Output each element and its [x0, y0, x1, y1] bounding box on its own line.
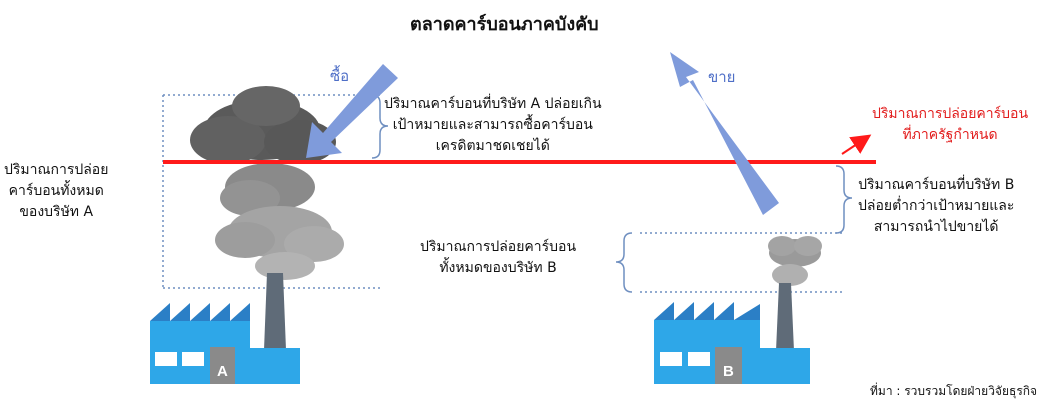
note-line: ปล่อยต่ำกว่าเป้าหมายและ — [858, 198, 1015, 214]
factory-b — [654, 283, 810, 384]
source-note: ที่มา : รวบรวมโดยฝ่ายวิจัยธุรกิจ — [870, 384, 1038, 398]
note-line: เป้าหมายและสามารถซื้อคาร์บอน — [392, 117, 593, 133]
government-cap-label: ปริมาณการปล่อยคาร์บอน ที่ภาครัฐกำหนด — [872, 104, 1028, 146]
company-b-surplus-brace — [835, 165, 853, 234]
company-a-excess-brace — [371, 94, 389, 159]
note-line: ที่ภาครัฐกำหนด — [902, 127, 998, 143]
note-line: ปริมาณการปล่อย — [4, 162, 109, 178]
company-b-total-bracket — [640, 232, 845, 293]
note-line: ปริมาณคาร์บอนที่บริษัท A ปล่อยเกิน — [384, 96, 602, 112]
note-line: ปริมาณการปล่อยคาร์บอน — [420, 239, 577, 255]
note-line: คาร์บอนทั้งหมด — [8, 183, 104, 199]
company-a-excess-note: ปริมาณคาร์บอนที่บริษัท A ปล่อยเกิน เป้าห… — [384, 94, 602, 157]
smoke-a — [190, 86, 344, 280]
sell-arrow — [670, 52, 779, 215]
cap-pointer-arrow — [841, 134, 872, 155]
note-line: ปริมาณคาร์บอนที่บริษัท B — [858, 177, 1015, 193]
diagram-title: ตลาดคาร์บอนภาคบังคับ — [410, 14, 599, 35]
note-line: ของบริษัท A — [19, 204, 94, 220]
company-a-total-bracket — [162, 94, 380, 289]
buy-label: ซื้อ — [330, 67, 350, 85]
company-b-total-label: ปริมาณการปล่อยคาร์บอน ทั้งหมดของบริษัท B — [420, 237, 576, 279]
buy-arrow — [306, 64, 398, 158]
company-b-total-brace — [615, 232, 633, 293]
factory-a-letter: A — [217, 363, 228, 380]
factory-a — [150, 273, 300, 384]
factory-b-letter: B — [723, 363, 734, 380]
company-a-total-label: ปริมาณการปล่อย คาร์บอนทั้งหมด ของบริษัท … — [4, 160, 108, 223]
sell-label: ขาย — [708, 68, 736, 86]
note-line: เครดิตมาชดเชยได้ — [435, 138, 550, 154]
smoke-b — [768, 236, 822, 286]
note-line: สามารถนำไปขายได้ — [873, 219, 999, 235]
note-line: ทั้งหมดของบริษัท B — [439, 260, 557, 276]
company-b-surplus-note: ปริมาณคาร์บอนที่บริษัท B ปล่อยต่ำกว่าเป้… — [858, 175, 1014, 238]
note-line: ปริมาณการปล่อยคาร์บอน — [872, 106, 1029, 122]
